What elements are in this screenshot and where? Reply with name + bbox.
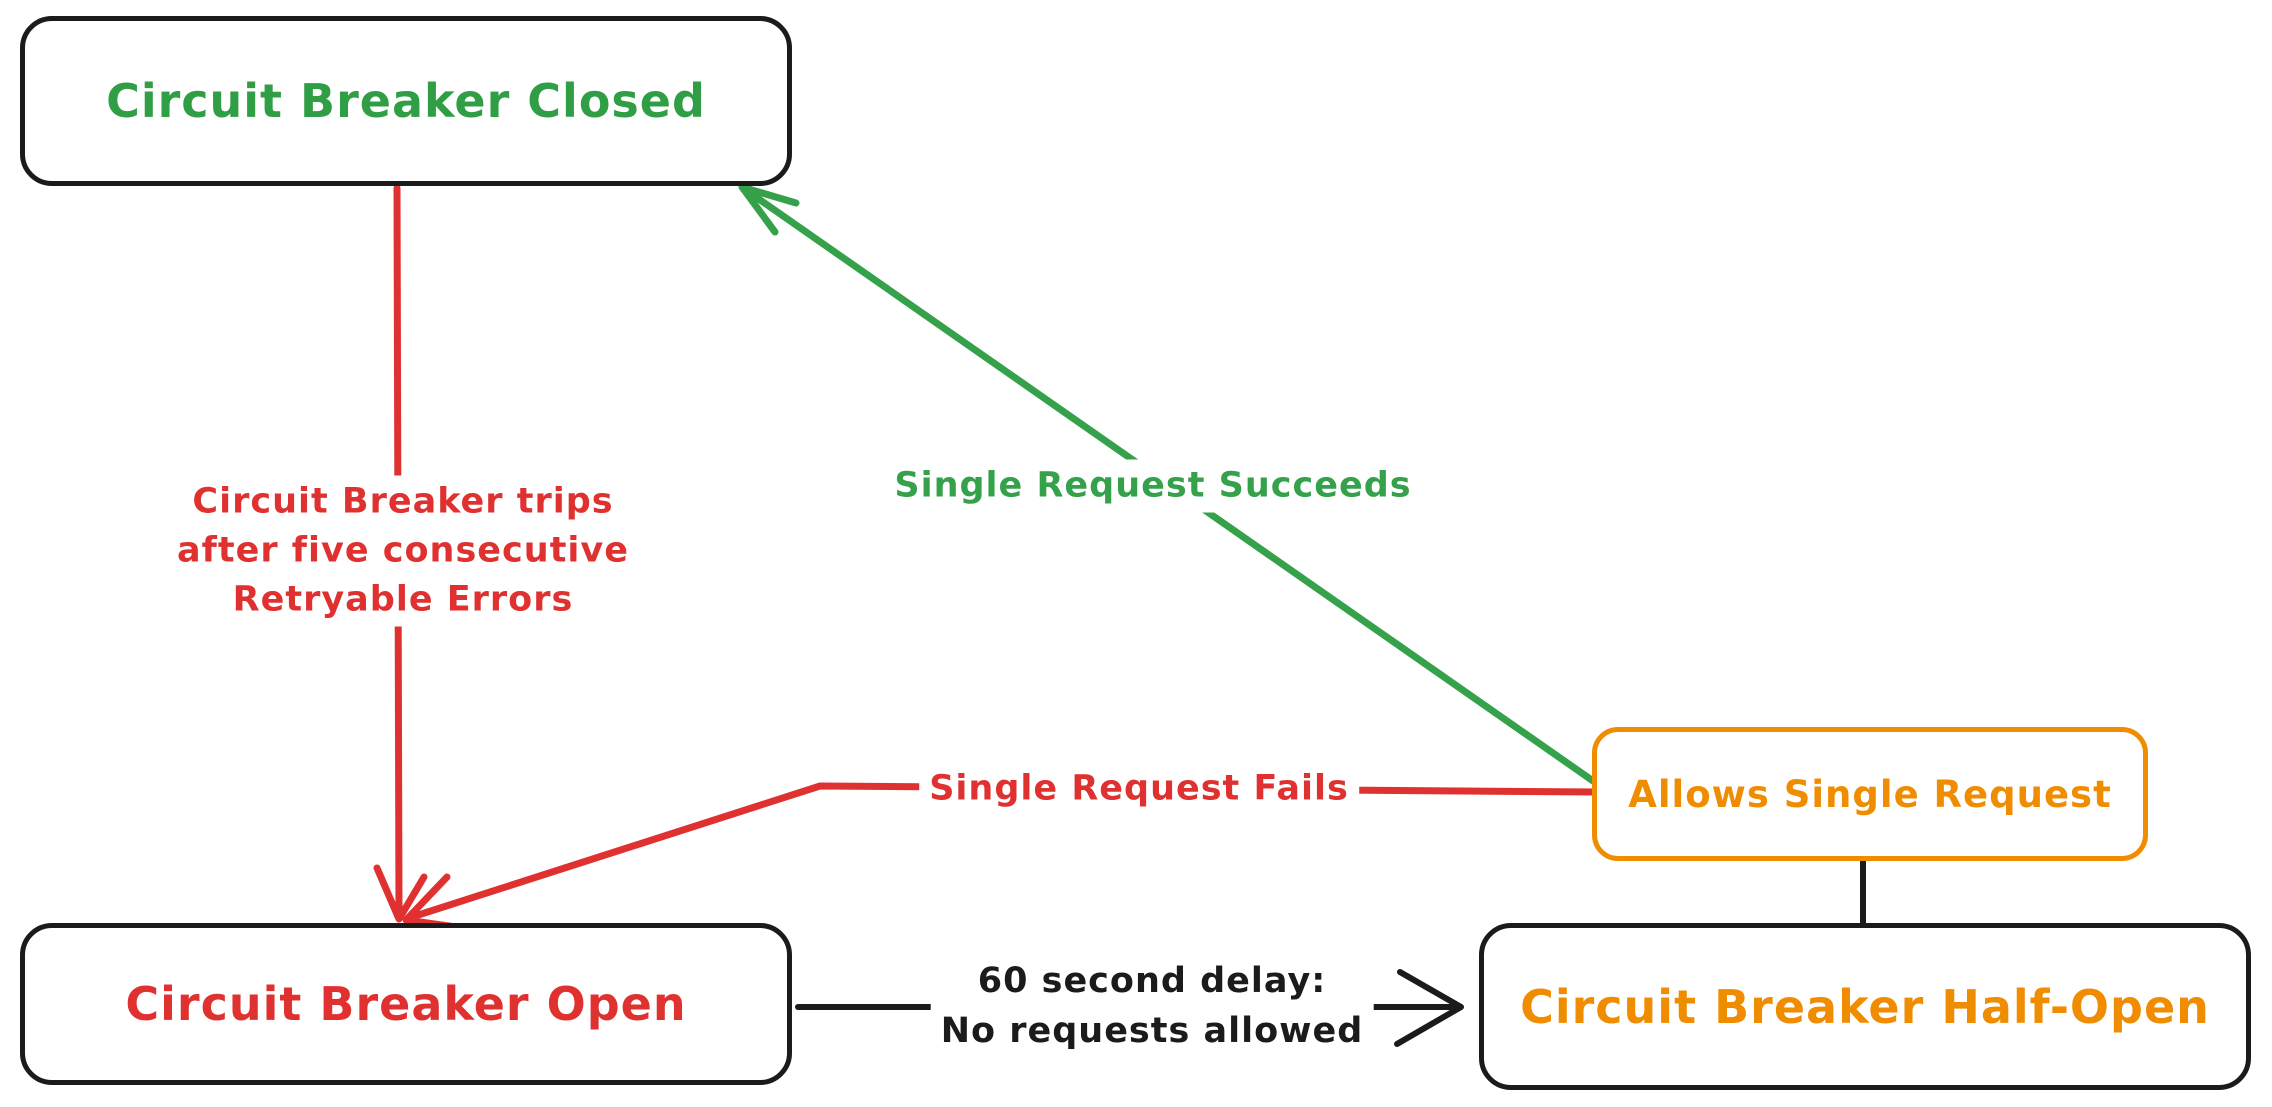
node-circuit-breaker-closed-label: Circuit Breaker Closed [106,74,706,128]
edge-label-trips: Circuit Breaker trips after five consecu… [167,475,639,627]
node-allows-single-request: Allows Single Request [1592,727,2148,861]
node-circuit-breaker-closed: Circuit Breaker Closed [20,16,792,186]
edge-delay-arrowhead [1394,969,1464,1047]
edge-label-trips-line-2: after five consecutive [177,530,629,571]
edge-label-trips-line-3: Retryable Errors [232,579,574,620]
edge-label-trips-line-1: Circuit Breaker trips [192,481,614,522]
node-allows-single-request-label: Allows Single Request [1628,772,2112,816]
edge-label-succeeds: Single Request Succeeds [884,459,1422,513]
edge-label-delay: 60 second delay: No requests allowed [930,954,1374,1058]
node-circuit-breaker-half-open-label: Circuit Breaker Half-Open [1520,979,2210,1034]
edge-succeeds-arrowhead [738,183,800,236]
node-circuit-breaker-open: Circuit Breaker Open [20,923,792,1085]
edge-label-delay-line-2: No requests allowed [940,1011,1364,1051]
node-circuit-breaker-open-label: Circuit Breaker Open [125,977,687,1031]
node-circuit-breaker-half-open: Circuit Breaker Half-Open [1479,923,2251,1090]
edge-trips-arrowhead [373,864,428,923]
edge-label-fails: Single Request Fails [919,762,1359,816]
edge-label-delay-line-1: 60 second delay: [977,961,1327,1001]
